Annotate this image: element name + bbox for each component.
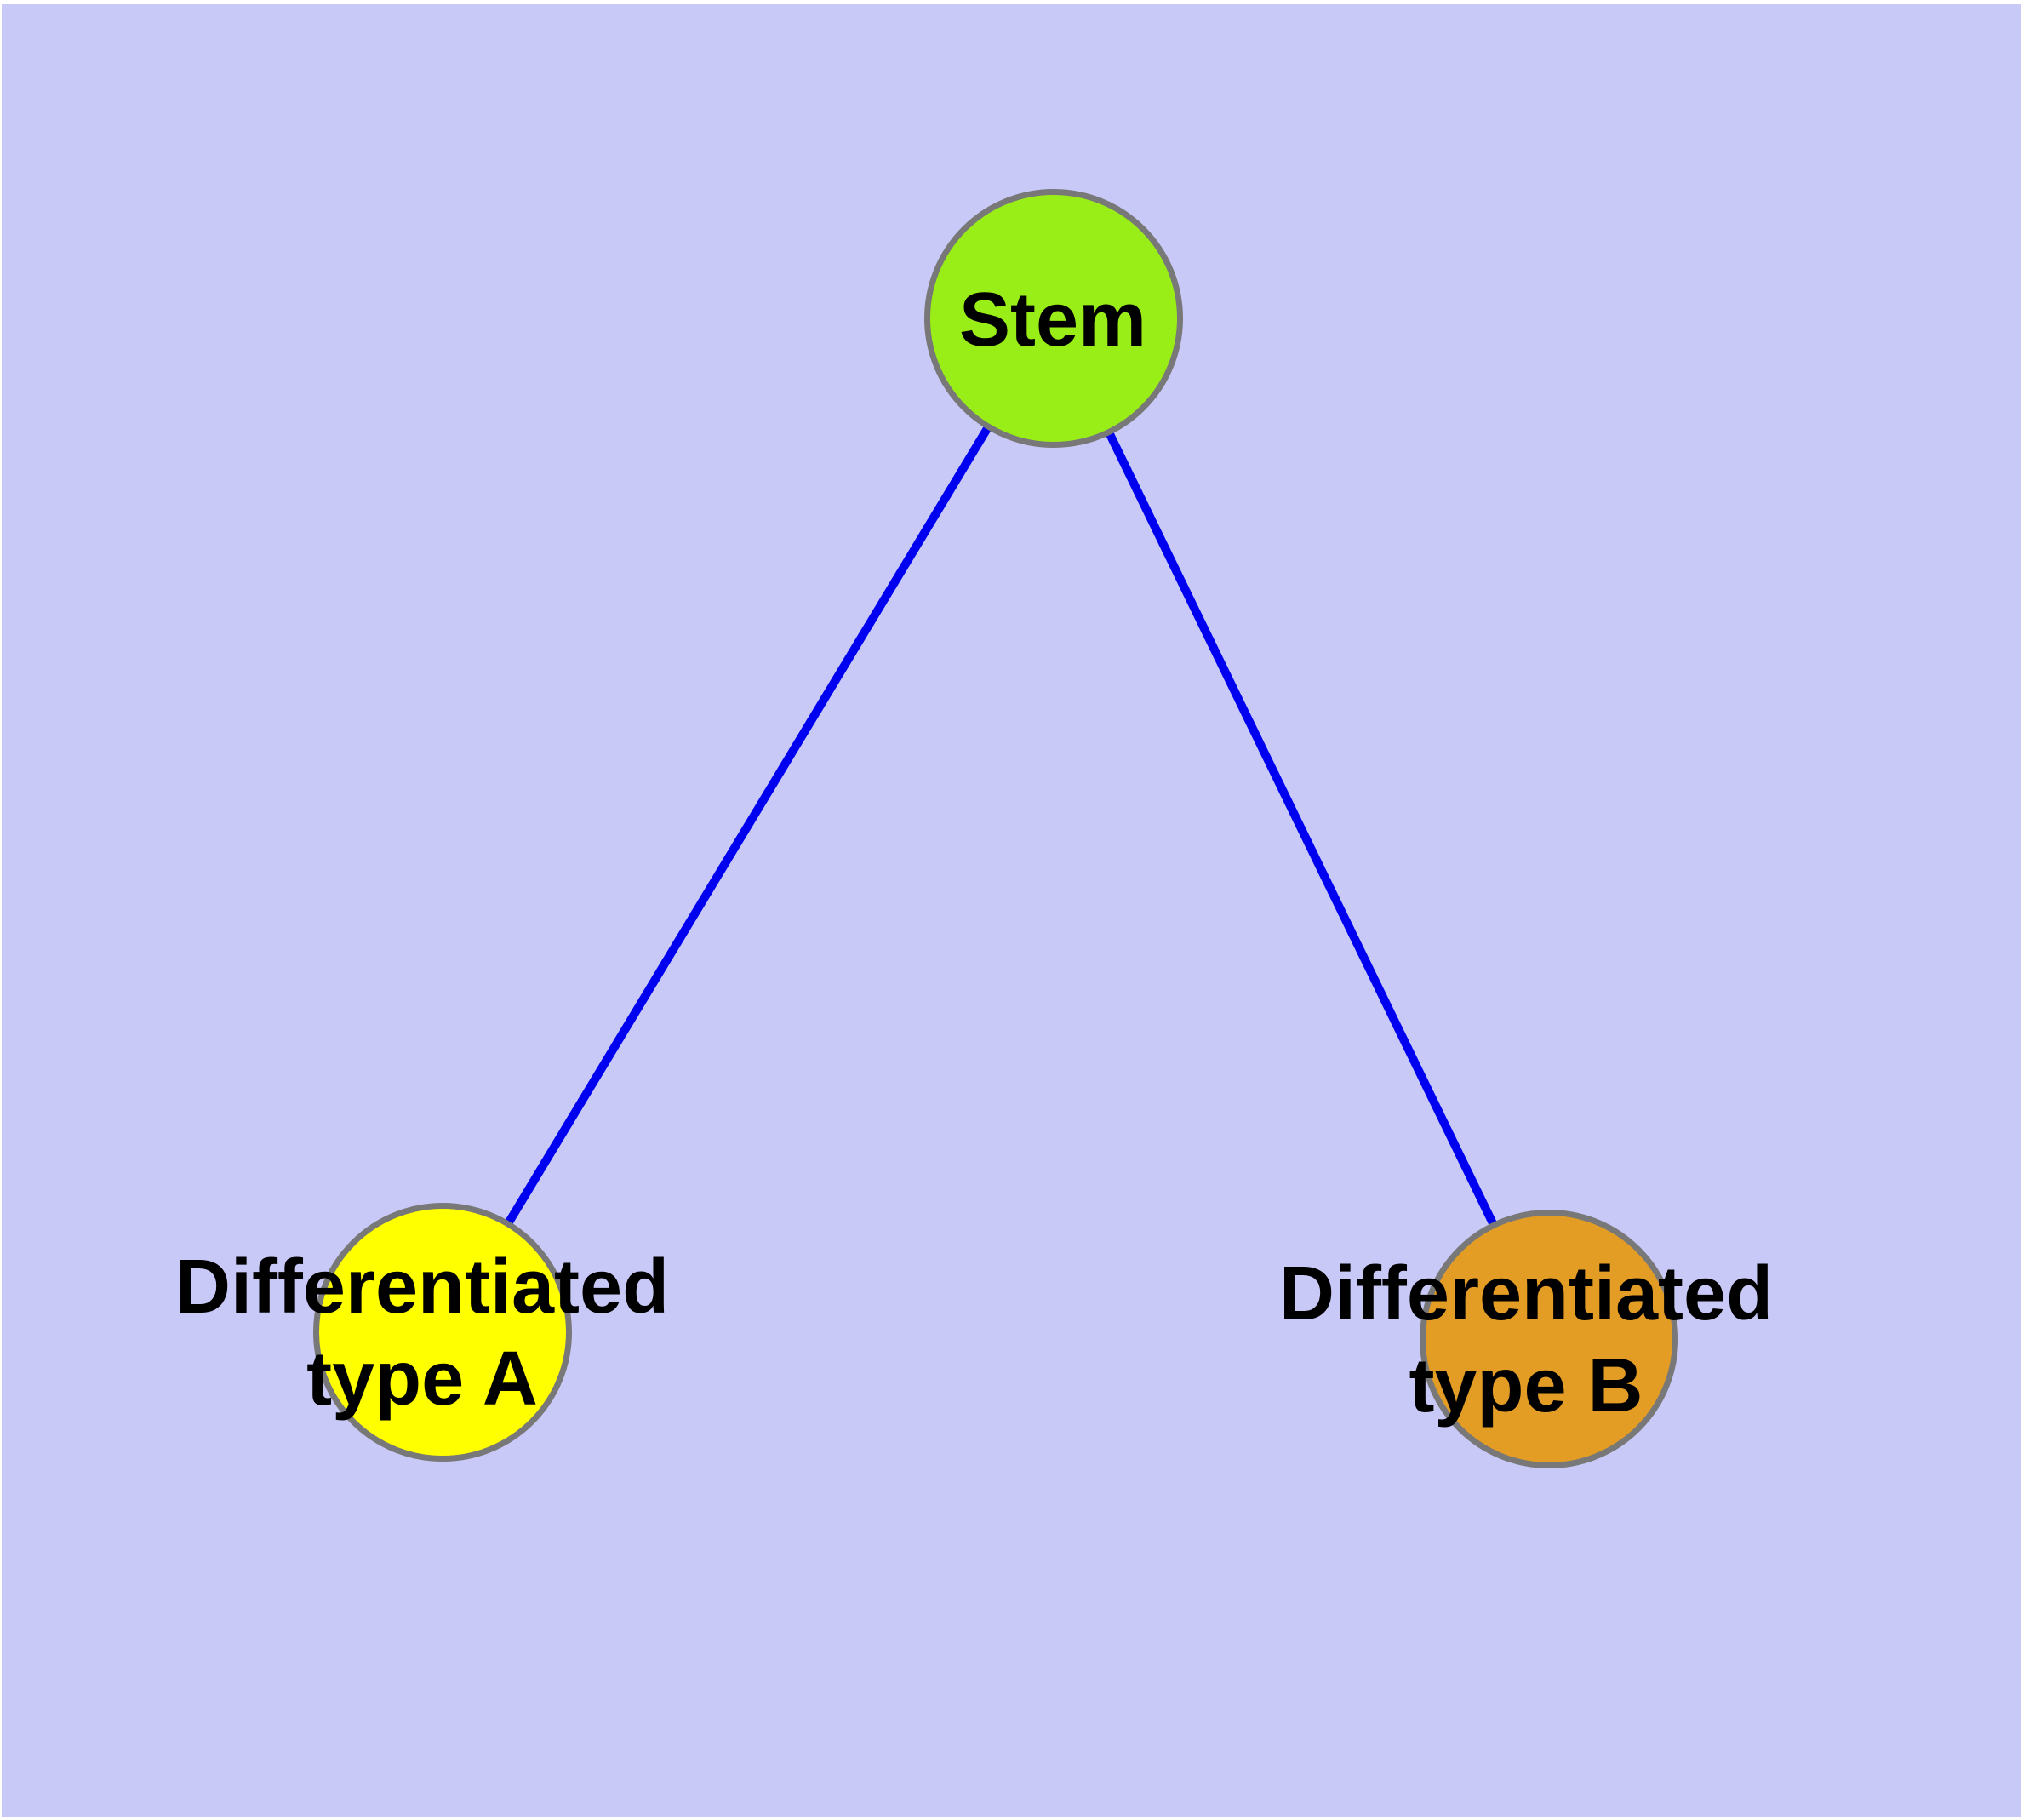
node-stem-circle [924,189,1183,448]
edge-stem-to-type-b [1049,316,1553,1342]
edge-stem-to-type-a [438,316,1058,1335]
node-type-a-label: Differentiated type A [174,1245,670,1422]
node-stem-label: Stem [958,278,1147,363]
node-type-b-label: Differentiated type B [1278,1251,1774,1428]
node-type-b-circle [1420,1210,1678,1468]
node-type-a-circle [313,1203,572,1462]
